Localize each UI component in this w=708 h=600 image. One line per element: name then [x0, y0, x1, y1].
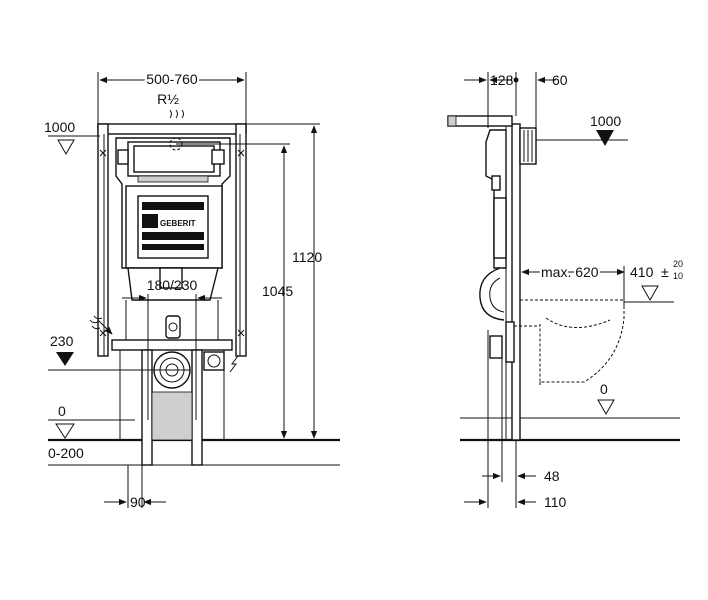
drain-height-label: 230	[50, 333, 74, 349]
max-projection-label: max. 620	[541, 264, 599, 280]
floor-label: 0	[58, 403, 66, 419]
front-view: GEBERIT 500-760 R	[44, 69, 340, 510]
wc-bowl	[520, 299, 625, 383]
seat-level-triangle-icon	[641, 285, 659, 302]
water-supply-icon	[89, 315, 103, 330]
width-label: 500-760	[146, 71, 198, 87]
top-width-label: 128	[490, 72, 514, 88]
side-floor-label: 0	[600, 381, 608, 397]
height-outer-label: 1120	[292, 249, 322, 265]
bottom-small-label: 48	[544, 468, 560, 484]
floor-range-label: 0-200	[48, 445, 84, 461]
seat-tolerance-upper: 20	[673, 259, 683, 269]
top-depth-label: 60	[552, 72, 568, 88]
bottom-large-label: 110	[544, 494, 567, 510]
electrical-icon	[229, 355, 239, 373]
side-view: 128 60 1000 max. 620 410 ± 20 10 0 48 11…	[447, 72, 683, 510]
cistern: GEBERIT	[115, 109, 231, 269]
top-level-label: 1000	[44, 119, 75, 135]
foot-width-label: 90	[130, 494, 146, 510]
level-triangle-icon	[596, 130, 614, 146]
brand-text: GEBERIT	[160, 219, 196, 228]
level-label: 1000	[590, 113, 621, 129]
front-frame	[97, 123, 247, 466]
connection-label: R½	[157, 91, 179, 107]
floor-triangle-icon	[55, 423, 75, 439]
seat-tolerance-sign: ±	[661, 264, 669, 280]
side-floor-triangle-icon	[597, 399, 615, 416]
drain-level-triangle-icon	[56, 352, 74, 366]
bolt-spacing-label: 180/230	[147, 277, 198, 293]
side-frame	[447, 115, 541, 441]
seat-tolerance-lower: 10	[673, 271, 683, 281]
seat-height-label: 410	[630, 264, 654, 280]
water-inlet-icon	[169, 109, 184, 119]
level-triangle-icon	[57, 139, 75, 156]
height-inner-label: 1045	[262, 283, 293, 299]
